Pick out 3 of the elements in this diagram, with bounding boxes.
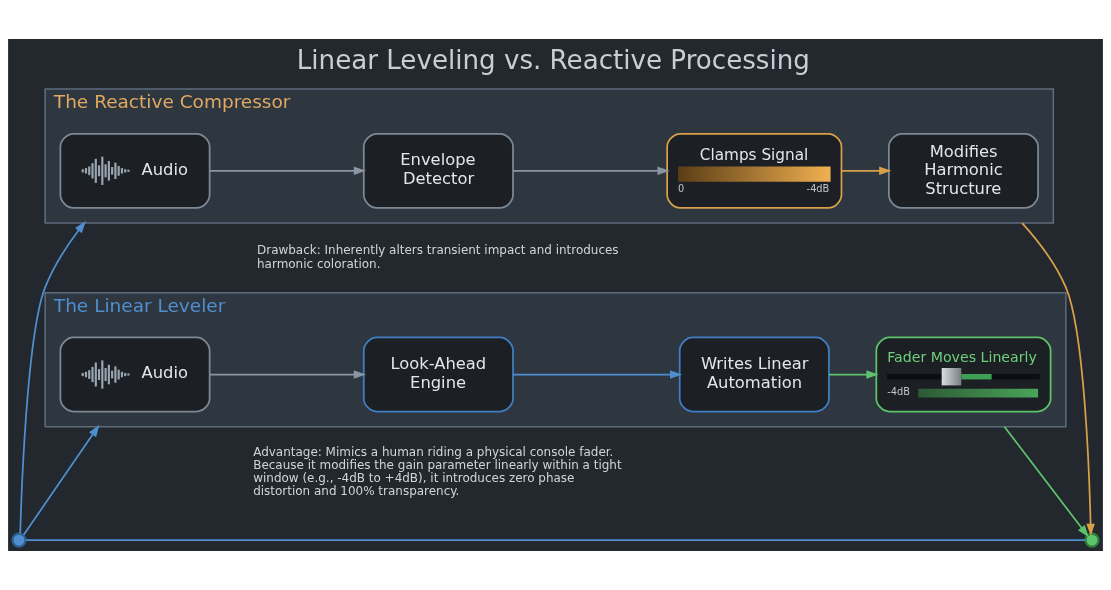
label: Advantage: Mimics a human riding a physical console fader. Because it modifies the gain parameter linearly within a tight window (e.g., -4dB to +4dB), it introduces zero phase distortion and 100% transparency. xyxy=(253,445,622,499)
label: Drawback: Inherently alters transient impact and introduces harmonic coloration. xyxy=(257,243,619,271)
diagram-title: Linear Leveling vs. Reactive Processing xyxy=(296,44,810,75)
